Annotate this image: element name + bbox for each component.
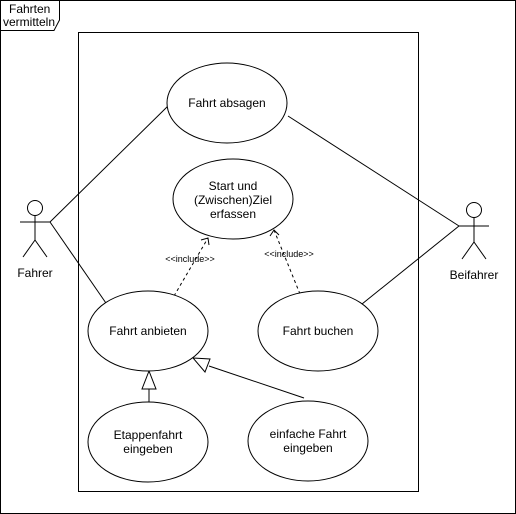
include-arrowhead-right bbox=[269, 229, 280, 237]
include-dependencies bbox=[173, 229, 301, 297]
assoc-beifahrer-buchen bbox=[361, 225, 460, 305]
svg-text:(Zwischen)Ziel: (Zwischen)Ziel bbox=[194, 193, 272, 207]
include-label-left: <<include>> bbox=[165, 254, 215, 264]
svg-text:Start und: Start und bbox=[209, 179, 258, 193]
svg-text:Fahrt buchen: Fahrt buchen bbox=[283, 324, 354, 338]
actor-beifahrer-icon bbox=[459, 202, 489, 260]
gen-line-einfach bbox=[208, 365, 305, 399]
use-case-ziel-erfassen: Start und (Zwischen)Ziel erfassen bbox=[172, 158, 294, 240]
actor-fahrer-label: Fahrer bbox=[17, 266, 52, 280]
actor-beifahrer-label: Beifahrer bbox=[450, 268, 499, 282]
assoc-fahrer-absagen bbox=[49, 105, 169, 223]
use-case-etappenfahrt: Etappenfahrt eingeben bbox=[87, 401, 209, 483]
svg-text:Fahrt absagen: Fahrt absagen bbox=[188, 96, 265, 110]
generalizations bbox=[141, 357, 305, 403]
frame-title-tab bbox=[0, 0, 60, 31]
include-label-right: <<include>> bbox=[264, 249, 314, 259]
include-arrowhead-left bbox=[200, 237, 210, 246]
gen-triangle-einfach bbox=[191, 357, 211, 373]
actor-fahrer-icon bbox=[20, 200, 50, 258]
assoc-beifahrer-absagen bbox=[287, 115, 460, 227]
system-boundary bbox=[78, 32, 419, 492]
svg-text:eingeben: eingeben bbox=[283, 441, 332, 455]
svg-text:einfache Fahrt: einfache Fahrt bbox=[270, 427, 347, 441]
svg-text:eingeben: eingeben bbox=[123, 442, 172, 456]
frame-title-line1: Fahrten bbox=[9, 2, 50, 16]
svg-text:erfassen: erfassen bbox=[210, 207, 256, 221]
use-case-fahrt-anbieten: Fahrt anbieten bbox=[87, 290, 209, 372]
use-case-fahrt-buchen: Fahrt buchen bbox=[257, 290, 379, 372]
include-line-buchen bbox=[273, 229, 301, 295]
use-case-einfache-fahrt: einfache Fahrt eingeben bbox=[247, 400, 369, 482]
associations bbox=[49, 105, 460, 307]
frame-title-line2: vermitteln bbox=[3, 15, 55, 29]
svg-text:Fahrt anbieten: Fahrt anbieten bbox=[109, 324, 186, 338]
assoc-fahrer-anbieten bbox=[49, 221, 109, 307]
svg-text:Etappenfahrt: Etappenfahrt bbox=[114, 428, 183, 442]
use-case-fahrt-absagen: Fahrt absagen bbox=[166, 62, 288, 144]
include-line-anbieten bbox=[173, 237, 209, 297]
gen-triangle-etappe bbox=[141, 369, 157, 390]
